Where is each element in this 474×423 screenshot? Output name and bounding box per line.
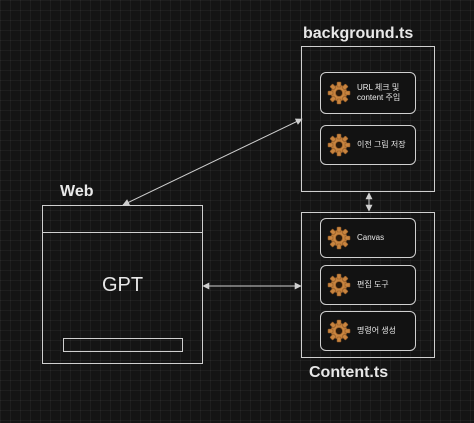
card-label: 편집 도구 [357,280,389,289]
card-label: URL 체크 및 content 주입 [357,83,401,102]
web-title: Web [60,183,94,200]
gpt-label: GPT [101,274,144,296]
card-label: Canvas [357,233,385,242]
web-background-arrow [122,118,303,206]
prompt-input[interactable] [63,338,183,352]
background-item-url-check: URL 체크 및 content 주입 [320,72,416,114]
background-title: background.ts [303,25,414,42]
card-label: 이전 그림 저장 [357,140,406,149]
content-title: Content.ts [309,364,389,381]
background-item-save-drawing: 이전 그림 저장 [320,125,416,165]
card-label: 명령어 생성 [357,326,397,335]
web-header-divider [43,232,202,233]
content-item-edit-tools: 편집 도구 [320,265,416,305]
content-item-canvas: Canvas [320,218,416,258]
content-item-command-gen: 명령어 생성 [320,311,416,351]
